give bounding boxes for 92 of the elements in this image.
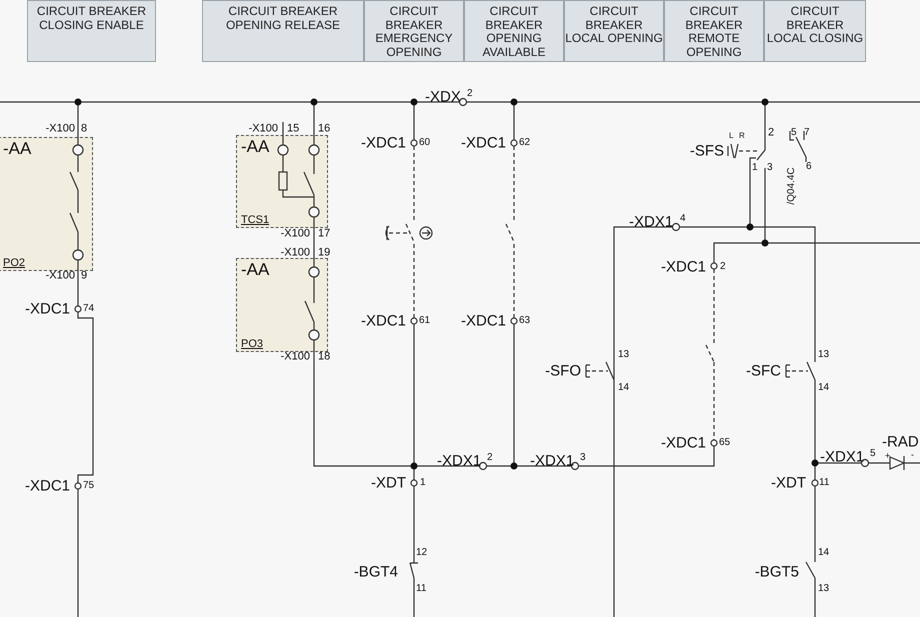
header-text: CIRCUIT BREAKER LOCAL CLOSING xyxy=(766,5,864,46)
terminal-strip-label: -XDX1 xyxy=(629,214,674,230)
header-text: CIRCUIT BREAKER CLOSING ENABLE xyxy=(36,5,148,32)
terminal-strip-label: -XDT xyxy=(371,476,406,490)
terminal-number: 2 xyxy=(467,89,473,99)
header-text: CIRCUIT BREAKER OPENING AVAILABLE xyxy=(482,5,546,59)
terminal-strip-label: -XDX1 xyxy=(820,450,864,464)
header-box xyxy=(464,0,564,62)
terminal-strip-label: -XDC1 xyxy=(460,136,506,150)
contact-number: 13 xyxy=(618,350,630,360)
terminal-strip-label: -X100 xyxy=(46,270,75,282)
contact-number: 2 xyxy=(768,128,774,138)
header-text: CIRCUIT BREAKER LOCAL OPENING xyxy=(565,5,663,46)
terminal-strip-label: -X100 xyxy=(280,228,310,240)
cross-reference: /Q04.4C xyxy=(787,167,797,205)
header-box xyxy=(27,0,156,62)
contact-number: 1 xyxy=(752,163,758,173)
terminal-number: 75 xyxy=(83,481,94,491)
terminal-strip-label: -XDC1 xyxy=(360,314,406,328)
polarity-sign: - xyxy=(911,450,914,460)
terminal-number: 19 xyxy=(318,248,330,258)
contact-number: 13 xyxy=(818,350,830,360)
device-label: -SFO xyxy=(545,364,581,378)
terminal-number: 3 xyxy=(580,453,586,463)
terminal-number: 2 xyxy=(720,262,726,272)
terminal-number: 8 xyxy=(81,124,88,134)
terminal-strip-label: -X100 xyxy=(248,124,278,134)
header-box xyxy=(564,0,664,62)
terminal-strip-label: -XDX1 xyxy=(530,454,574,468)
terminal-number: 15 xyxy=(287,124,300,134)
header-text: CIRCUIT BREAKER EMERGENCY OPENING xyxy=(374,5,454,59)
switch-position: L xyxy=(729,132,734,140)
terminal-number: 62 xyxy=(519,138,530,148)
terminal-strip-label: -XDC1 xyxy=(360,136,406,150)
device-tag: PO3 xyxy=(241,338,264,350)
terminal-number: 4 xyxy=(680,214,686,224)
terminal-number: 65 xyxy=(719,438,730,448)
device-name: -AA xyxy=(3,140,32,158)
terminal-number: 63 xyxy=(519,316,530,326)
terminal-number: 5 xyxy=(870,449,876,459)
terminal-strip-label: -XDC1 xyxy=(660,260,706,274)
terminal-strip-label: -X100 xyxy=(280,248,310,258)
terminal-strip-label: -XDC1 xyxy=(24,478,70,494)
device-box xyxy=(236,258,328,352)
terminal-strip-label: -XDC1 xyxy=(460,314,506,328)
device-label: -SFC xyxy=(746,364,781,378)
terminal-number: 11 xyxy=(819,478,830,488)
contact-number: 11 xyxy=(416,584,426,594)
terminal-number: 9 xyxy=(81,270,88,282)
contact-number: 5 xyxy=(791,128,797,138)
terminal-number: 2 xyxy=(487,453,493,463)
terminal-strip-label: -XDC1 xyxy=(24,302,70,316)
terminal-number: 17 xyxy=(318,228,330,240)
terminal-strip-label: -XDX xyxy=(425,90,461,104)
header-box xyxy=(202,0,364,62)
contact-number: 14 xyxy=(618,383,630,393)
device-name: -AA xyxy=(241,261,270,279)
contact-number: 14 xyxy=(818,383,830,393)
device-label: -BGT4 xyxy=(354,564,398,580)
polarity-sign: + xyxy=(885,452,890,460)
terminal-strip-label: -X100 xyxy=(280,352,310,362)
terminal-number: 74 xyxy=(83,304,94,314)
terminal-strip-label: -X100 xyxy=(46,124,75,134)
switch-position: R xyxy=(739,132,745,140)
contact-number: 12 xyxy=(416,548,428,558)
contact-number: 6 xyxy=(806,162,812,172)
header-text: CIRCUIT BREAKER OPENING RELEASE xyxy=(224,5,342,32)
header-box xyxy=(364,0,464,62)
device-label: -SFS xyxy=(690,144,724,158)
device-name: -AA xyxy=(241,138,270,156)
header-box xyxy=(764,0,866,62)
header-text: CIRCUIT BREAKER REMOTE OPENING xyxy=(684,5,744,59)
terminal-strip-label: -XDX1 xyxy=(437,454,482,468)
terminal-number: 1 xyxy=(420,478,426,488)
device-label: -RAD xyxy=(882,434,919,450)
device-tag: PO2 xyxy=(3,257,26,269)
device-label: -BGT5 xyxy=(754,564,799,580)
contact-number: 14 xyxy=(818,548,830,558)
terminal-number: 18 xyxy=(318,352,330,362)
terminal-strip-label: -XDC1 xyxy=(660,436,706,450)
device-tag: TCS1 xyxy=(241,214,270,226)
device-box xyxy=(0,137,93,271)
terminal-number: 60 xyxy=(419,138,430,148)
terminal-number: 61 xyxy=(419,316,430,326)
contact-number: 13 xyxy=(818,584,830,594)
wire xyxy=(313,228,315,258)
contact-number: 7 xyxy=(804,128,810,138)
terminal-strip-label: -XDT xyxy=(771,476,806,490)
device-box xyxy=(236,135,328,228)
contact-number: 3 xyxy=(767,163,773,173)
terminal-number: 16 xyxy=(318,124,330,134)
header-box xyxy=(664,0,764,62)
